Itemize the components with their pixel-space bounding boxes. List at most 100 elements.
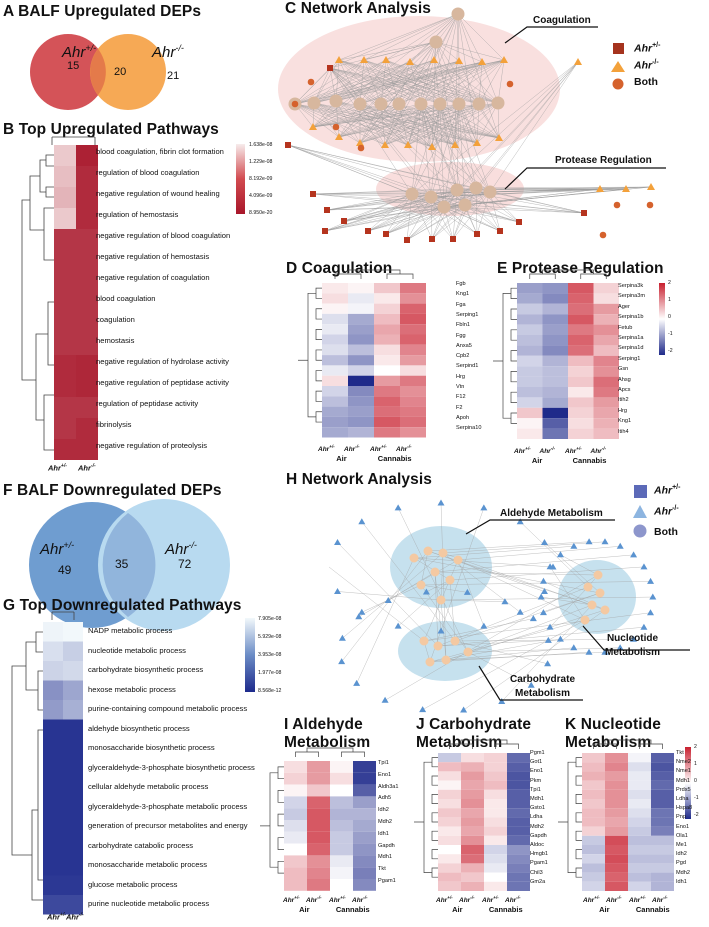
- c-edge: [464, 204, 501, 232]
- c-edge: [458, 103, 500, 139]
- c-edge: [411, 186, 652, 195]
- h-edge: [467, 604, 593, 653]
- g-pathway-label: aldehyde biosynthetic process: [88, 723, 190, 733]
- gene-cell: [542, 283, 568, 294]
- c-both-node: [599, 231, 607, 239]
- h-protein-node: [436, 595, 446, 605]
- gene-cell: [461, 789, 484, 799]
- h-edge: [560, 554, 599, 576]
- c-edge: [287, 144, 432, 198]
- c-edge: [433, 59, 441, 105]
- c-edge: [313, 102, 409, 146]
- c-edge: [294, 60, 460, 105]
- gene-cell: [438, 845, 461, 855]
- gene-cell: [605, 872, 628, 882]
- gene-xlabel: Ahr+/-: [514, 446, 531, 456]
- h-edge: [454, 640, 548, 664]
- c-edge: [420, 103, 466, 206]
- gene-cell: [484, 881, 507, 891]
- gene-cell: [593, 355, 619, 367]
- gene-cell: [605, 789, 628, 799]
- h-edge: [342, 552, 444, 639]
- c-edge: [313, 67, 331, 104]
- g-cell: [63, 661, 83, 681]
- gene-cell: [348, 416, 374, 428]
- c-edge: [338, 103, 422, 138]
- c-edge: [312, 102, 499, 128]
- c-edge: [489, 188, 627, 193]
- c-edge: [363, 59, 422, 105]
- c-edge: [343, 204, 466, 222]
- c-edge: [380, 103, 500, 139]
- gene-cell: [438, 817, 461, 827]
- gene-cell: [542, 397, 568, 408]
- h-ko-node: [647, 577, 655, 584]
- c-edge: [430, 196, 478, 235]
- h-edge: [543, 592, 601, 613]
- b-pathway-label: hemostasis: [96, 336, 135, 345]
- c-edge: [398, 103, 478, 144]
- c-edge: [338, 41, 437, 61]
- c-edge: [312, 191, 491, 195]
- gene-cell: [568, 376, 594, 387]
- c-edge: [313, 59, 387, 104]
- gene-cell: [353, 855, 376, 868]
- c-edge: [407, 13, 459, 146]
- b-cell: [54, 229, 76, 250]
- gene-cell: [605, 826, 628, 836]
- gene-cell: [400, 365, 426, 376]
- h-edge: [440, 502, 447, 661]
- gene-cell: [374, 355, 400, 366]
- c-edge: [439, 103, 477, 189]
- h-edge: [442, 552, 606, 611]
- gene-label: Pkm: [530, 777, 542, 784]
- c-edge: [420, 103, 477, 189]
- c-edge: [433, 59, 499, 104]
- c-edge: [420, 103, 432, 198]
- gene-cell: [582, 799, 605, 809]
- gene-cell: [568, 407, 594, 419]
- gene-cell: [348, 375, 374, 386]
- gene-legend-tick: 1: [694, 761, 697, 767]
- gene-cell: [628, 799, 651, 809]
- h-ko-node: [358, 608, 366, 615]
- h-ko-node: [529, 615, 537, 622]
- c-ko-node: [478, 58, 486, 65]
- gene-cell: [517, 345, 543, 356]
- g-cell: [63, 719, 83, 739]
- gene-cell: [307, 784, 330, 797]
- c-edge: [431, 204, 466, 240]
- c-edge: [420, 103, 478, 144]
- c-edge: [476, 191, 491, 235]
- gene-cell: [651, 835, 674, 845]
- gene-cell: [461, 845, 484, 855]
- h-legend-both: Both: [654, 526, 678, 538]
- gene-cell: [322, 375, 348, 386]
- gene-label: Ager: [618, 303, 630, 310]
- h-edge: [426, 579, 451, 593]
- c-edge: [411, 103, 460, 195]
- h-ko-node: [334, 587, 342, 594]
- c-het-node: [341, 218, 347, 224]
- c-edge: [457, 13, 483, 63]
- c-edge: [431, 13, 459, 148]
- c-edge: [454, 13, 459, 146]
- c-edge: [329, 67, 337, 102]
- h-protein-node: [587, 600, 597, 610]
- c-legend-ko: Ahr-/-: [634, 59, 659, 72]
- c-edge: [324, 204, 466, 232]
- gene-cell: [582, 881, 605, 891]
- b-pathway-label: negative regulation of wound healing: [96, 189, 220, 198]
- venn-down-left-count: 49: [58, 563, 72, 577]
- c-edge: [409, 61, 422, 105]
- gene-xlabel: Ahr-/-: [352, 895, 368, 905]
- c-edge: [343, 196, 432, 222]
- b-pathway-label: fibrinolysis: [96, 420, 132, 429]
- h-edge: [337, 542, 439, 647]
- h-ko-node: [570, 542, 578, 549]
- g-cell: [43, 856, 63, 876]
- c-het-node: [322, 228, 328, 234]
- gene-xlabel: Ahr+/-: [583, 895, 600, 905]
- c-edge: [359, 102, 499, 144]
- c-edge: [287, 144, 445, 208]
